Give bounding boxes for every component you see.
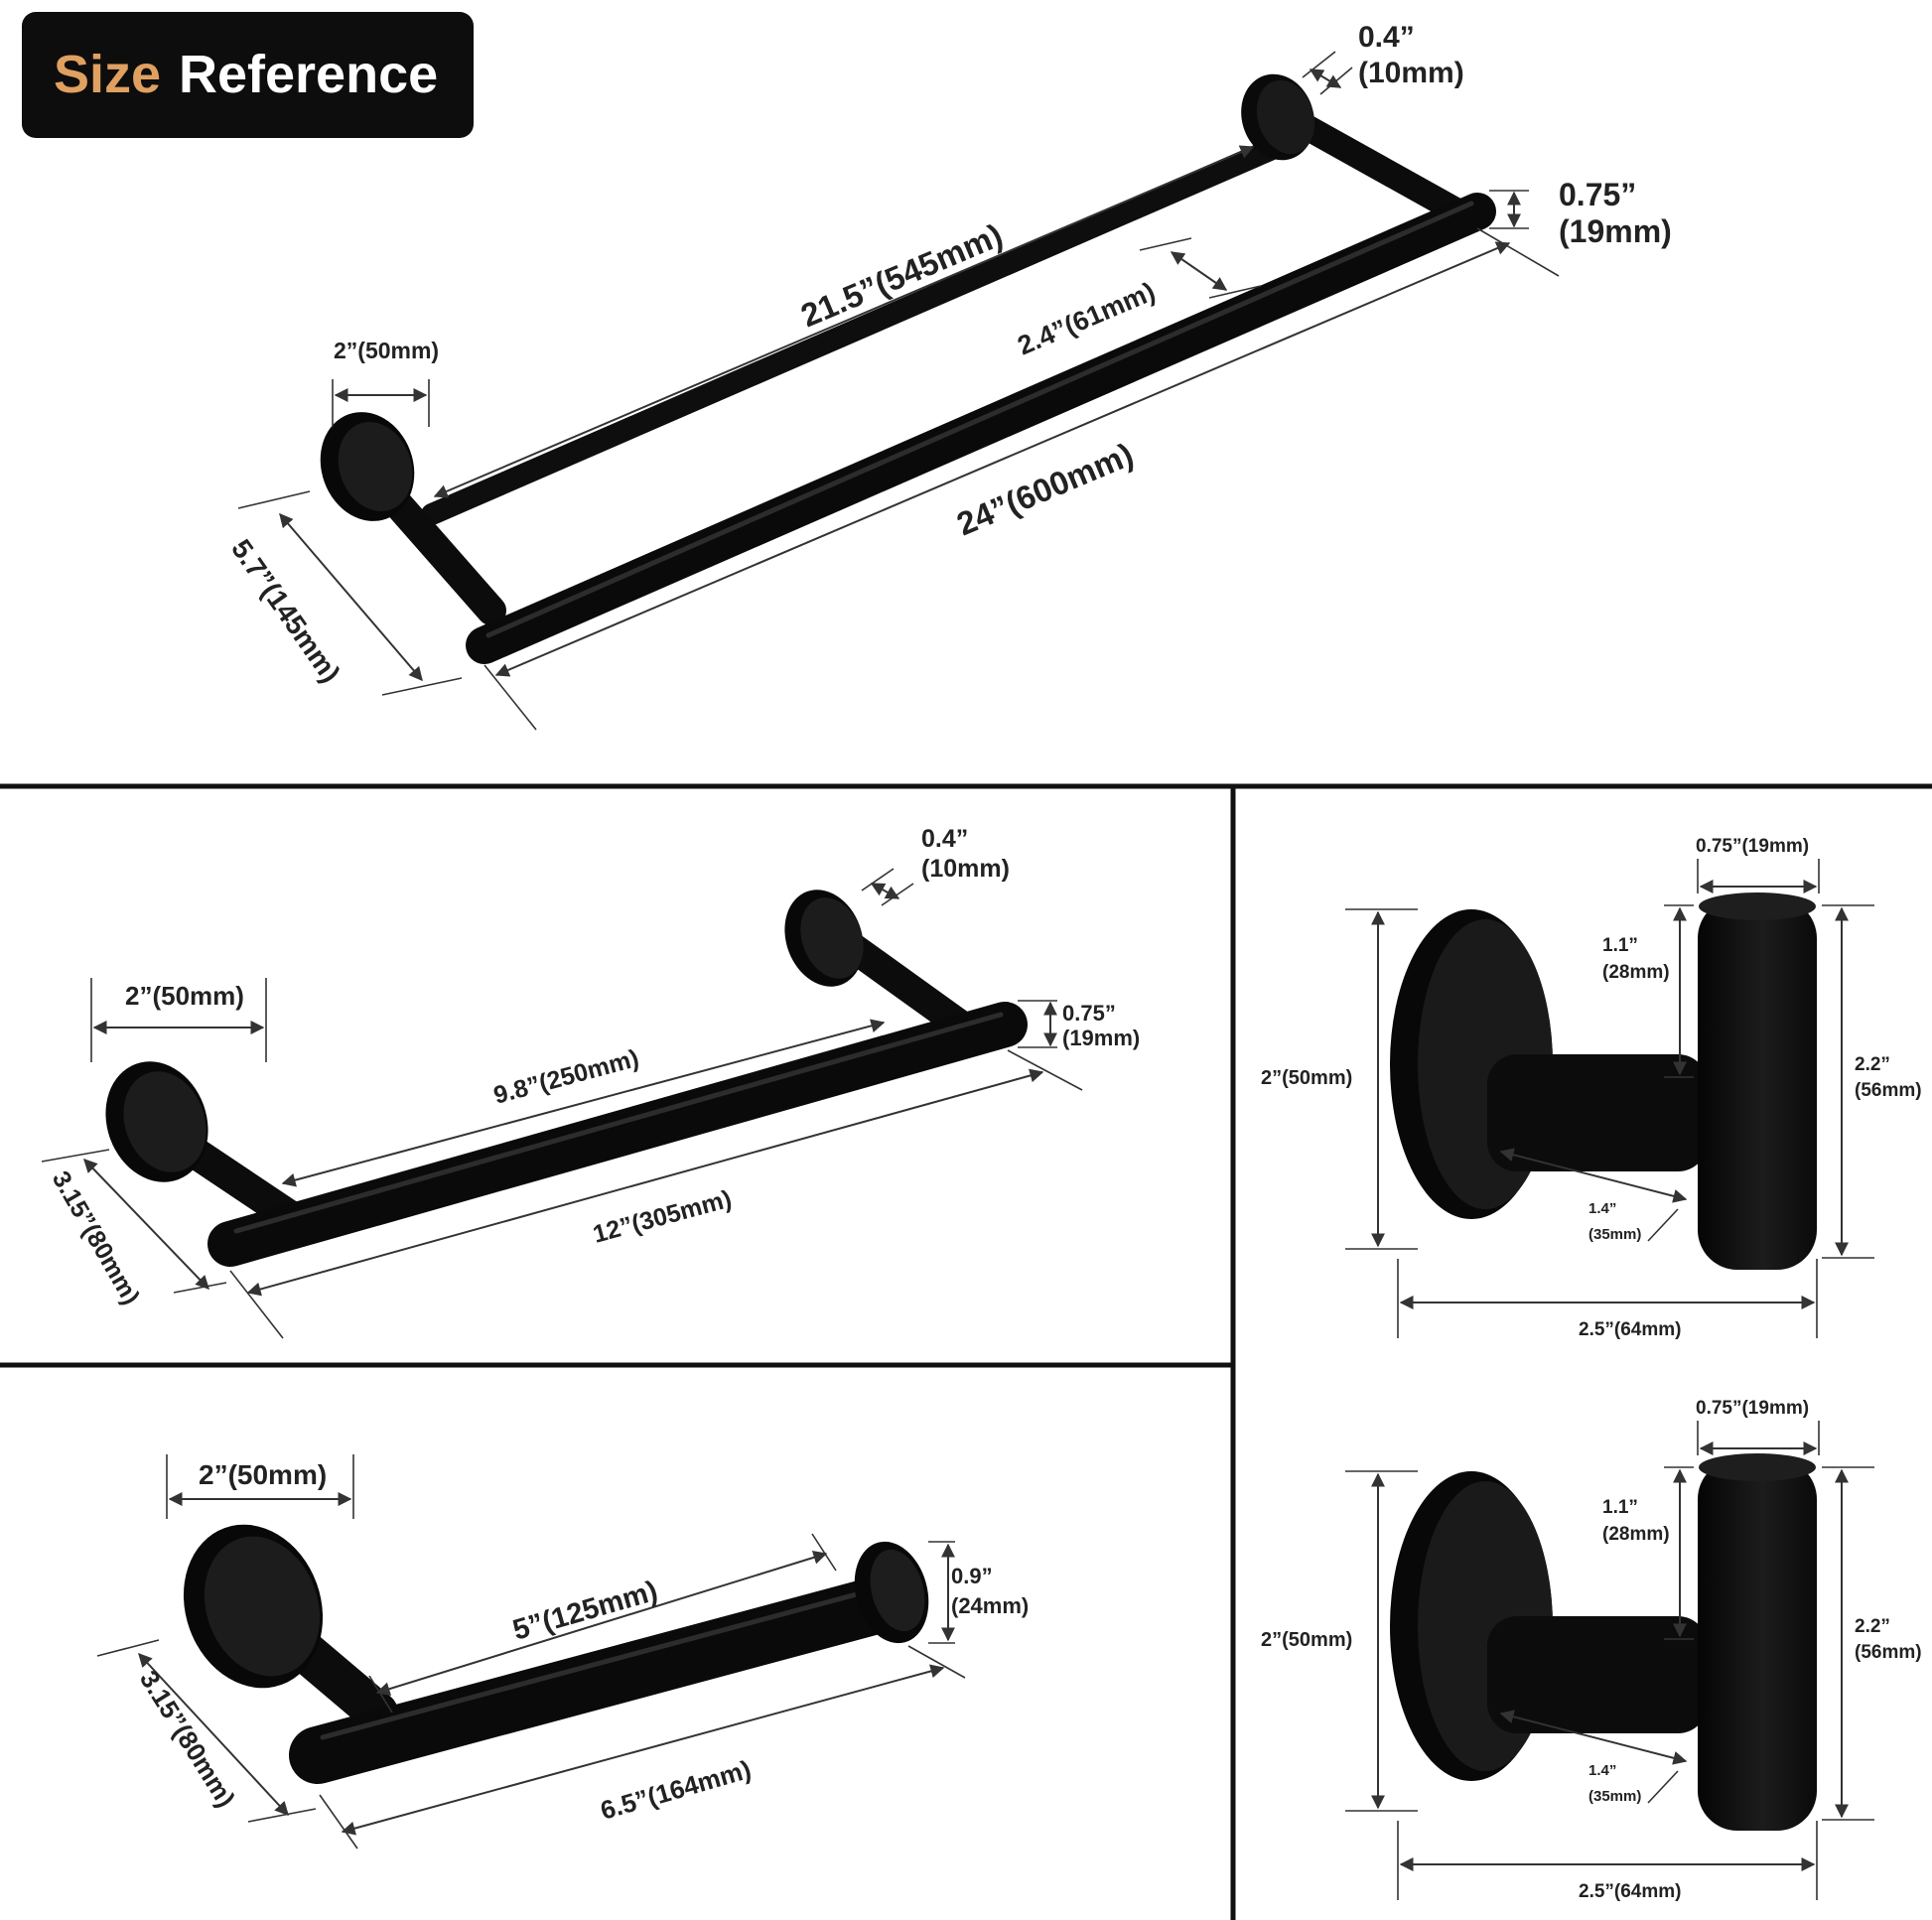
dbl-total-length-label: 24”(600mm) (951, 436, 1138, 543)
sgl-bracket-depth-mm-label: (10mm) (921, 855, 1010, 883)
hook2-neck-height-mm-label: (28mm) (1602, 1524, 1670, 1545)
hook1-hook-height-mm-label: (56mm) (1855, 1080, 1922, 1101)
single-towel-bar (105, 890, 1028, 1267)
hook1-neck-height-label: 1.1” (1602, 935, 1638, 956)
robe-hook-2-dimensions: 0.75”(19mm) 1.1” (28mm) 2”(50mm) 2.2” (5… (1261, 1398, 1922, 1902)
robe-hook-1-dimensions: 0.75”(19mm) 1.1” (28mm) 2”(50mm) 2.2” (5… (1261, 836, 1922, 1340)
dbl-projection-label: 5.7”(145mm) (225, 534, 346, 688)
sgl-rod-diameter-label: 0.75” (1062, 1001, 1116, 1026)
sgl-inner-length-label: 9.8”(250mm) (490, 1044, 641, 1110)
hook1-neck-height-mm-label: (28mm) (1602, 962, 1670, 983)
title-badge: Size Reference (22, 12, 474, 138)
sgl-rod-diameter-mm-label: (19mm) (1062, 1026, 1140, 1050)
hook2-neck-height-label: 1.1” (1602, 1497, 1638, 1518)
hook1-hook-height-label: 2.2” (1855, 1054, 1890, 1075)
ph-base-diameter-label: 2”(50mm) (199, 1459, 327, 1490)
ph-end-cap-label: 0.9” (951, 1564, 993, 1588)
single-bar-dimensions: 0.4” (10mm) 2”(50mm) 0.75” (19mm) 9.8”(2… (41, 825, 1140, 1339)
sgl-bracket-depth-label: 0.4” (921, 825, 968, 853)
hook1-neck-length-label: 1.4” (1588, 1200, 1616, 1217)
dbl-base-diameter-label: 2”(50mm) (334, 338, 439, 363)
hook2-base-diameter-label: 2”(50mm) (1261, 1629, 1352, 1651)
hook1-neck-length-mm-label: (35mm) (1588, 1226, 1641, 1243)
double-towel-bar (320, 73, 1496, 664)
dbl-bracket-depth-mm-label: (10mm) (1358, 57, 1464, 89)
ph-end-cap-mm-label: (24mm) (951, 1593, 1029, 1618)
hook1-depth-label: 2.5”(64mm) (1579, 1319, 1682, 1340)
hook2-hook-height-mm-label: (56mm) (1855, 1642, 1922, 1663)
dbl-rod-diameter-label: 0.75” (1559, 177, 1636, 212)
sgl-base-diameter-label: 2”(50mm) (125, 981, 244, 1011)
hook1-base-diameter-label: 2”(50mm) (1261, 1067, 1352, 1089)
title-word-reference: Reference (179, 45, 438, 104)
robe-hook-2 (1390, 1453, 1817, 1831)
hook2-hook-height-label: 2.2” (1855, 1616, 1890, 1637)
ph-inner-length-label: 5”(125mm) (509, 1576, 661, 1647)
hook2-neck-length-mm-label: (35mm) (1588, 1788, 1641, 1805)
panel-dividers (0, 783, 1932, 1920)
sgl-projection-label: 3.15”(80mm) (47, 1166, 145, 1309)
ph-total-length-label: 6.5”(164mm) (597, 1754, 754, 1826)
hook2-depth-label: 2.5”(64mm) (1579, 1881, 1682, 1902)
ph-projection-label: 3.15”(80mm) (134, 1665, 241, 1812)
title-word-size: Size (54, 45, 161, 104)
hook2-neck-length-label: 1.4” (1588, 1762, 1616, 1779)
sgl-total-length-label: 12”(305mm) (590, 1185, 735, 1249)
robe-hook-1 (1390, 892, 1817, 1270)
dbl-rod-diameter-mm-label: (19mm) (1559, 213, 1672, 249)
hook2-top-width-label: 0.75”(19mm) (1696, 1398, 1809, 1419)
dbl-bracket-depth-label: 0.4” (1358, 21, 1415, 54)
hook1-top-width-label: 0.75”(19mm) (1696, 836, 1809, 857)
